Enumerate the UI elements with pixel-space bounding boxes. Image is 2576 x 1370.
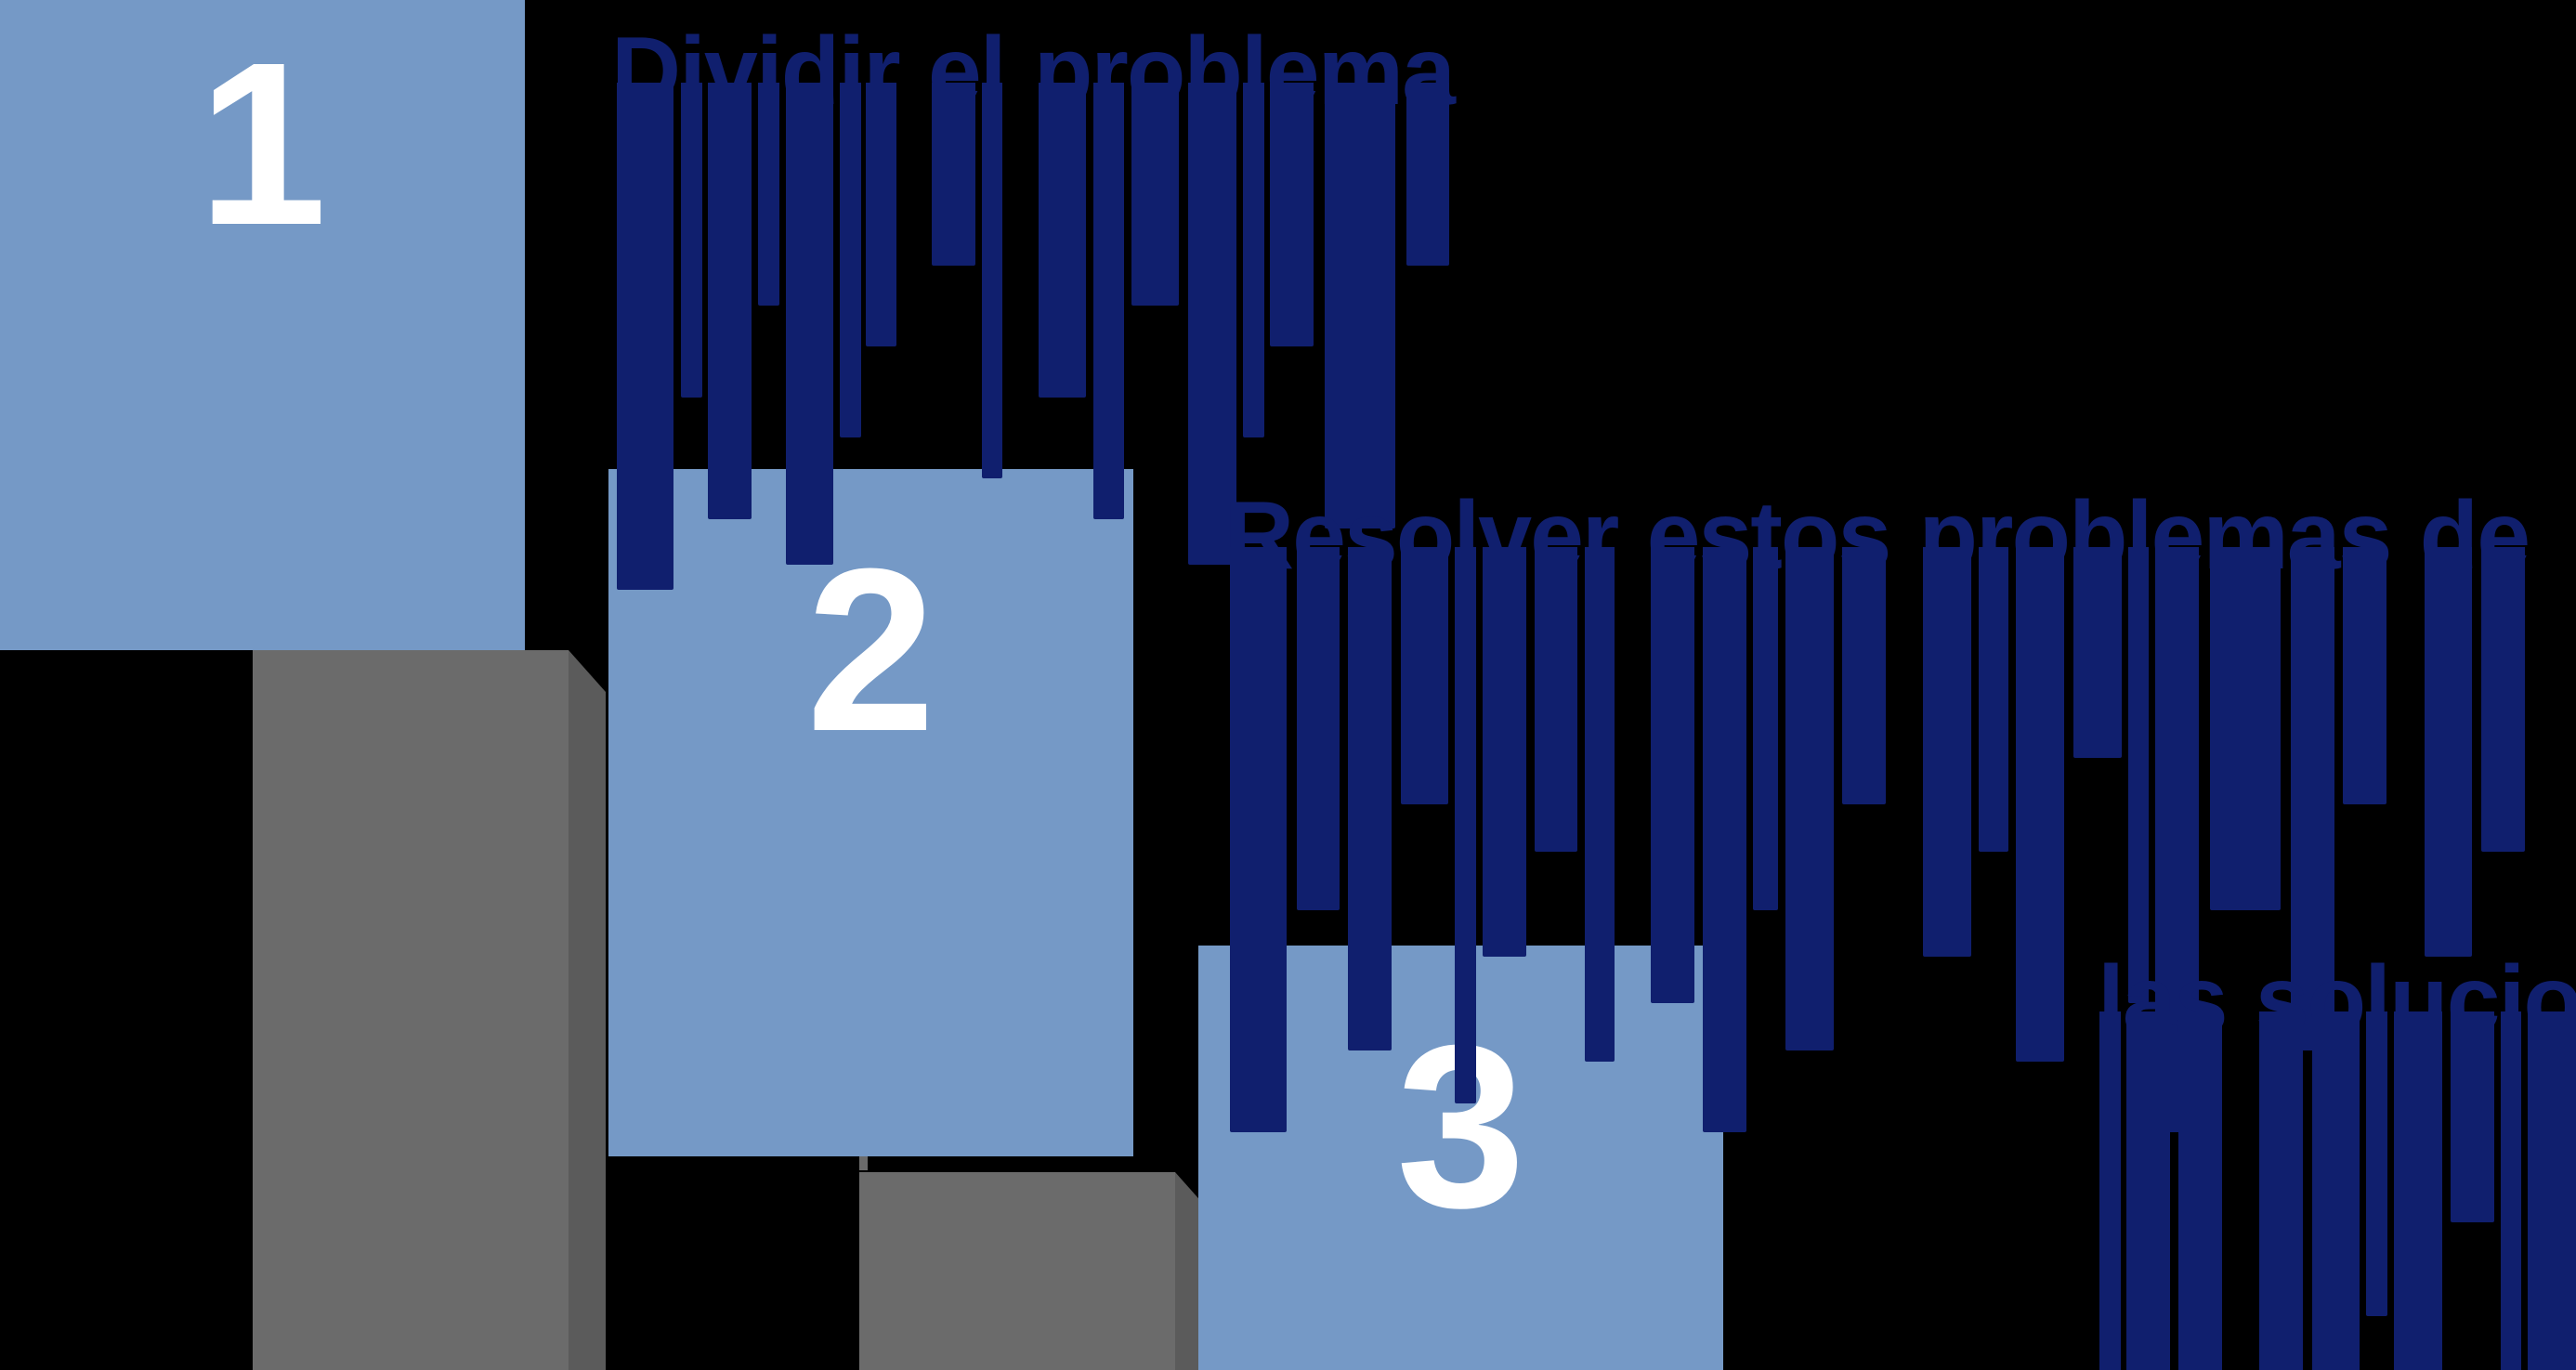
step-2-plate <box>859 1172 1212 1370</box>
step-2-card[interactable]: 2 <box>608 469 1133 1156</box>
step-1-card[interactable]: 1 <box>0 0 525 650</box>
step-3-label: lassoluciones <box>2098 952 2576 1370</box>
step-1-number: 1 <box>197 14 328 273</box>
step-2-number: 2 <box>805 520 936 779</box>
step-1-plate <box>253 650 606 1370</box>
step-1-plate-fold <box>569 650 606 1370</box>
